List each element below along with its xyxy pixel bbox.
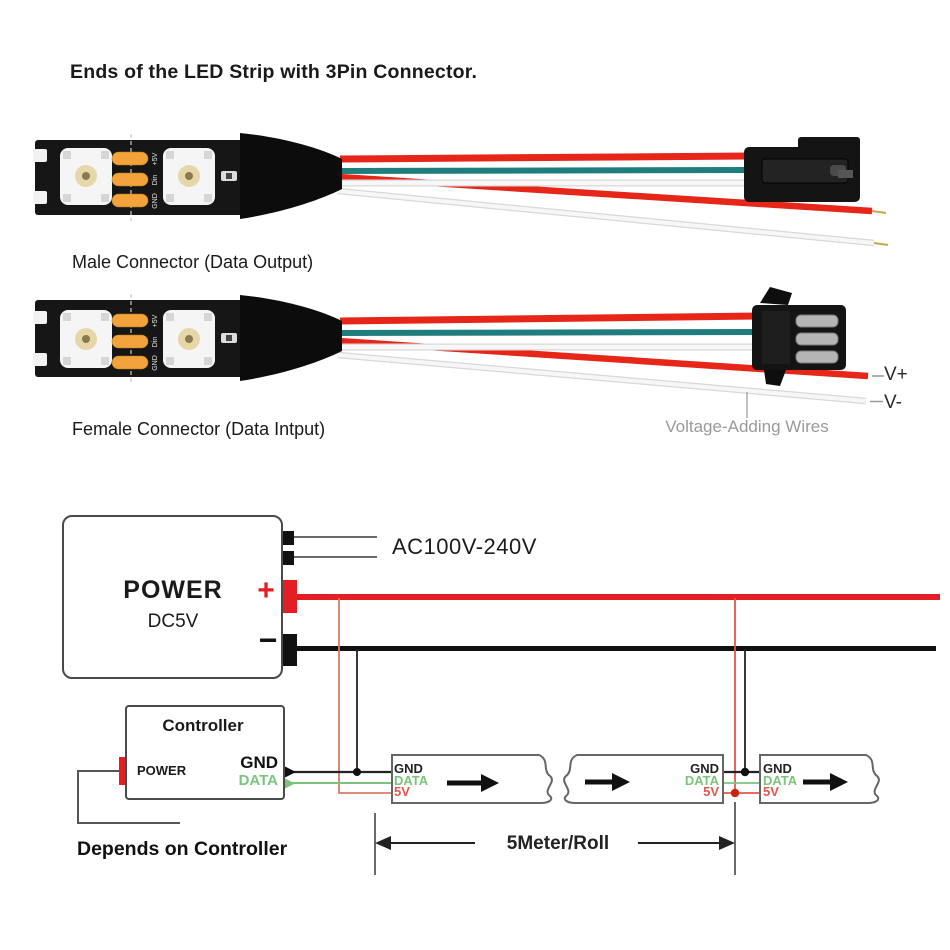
red-wire	[339, 312, 759, 325]
pad-label-5v: +5V	[152, 152, 159, 165]
red-wire	[339, 152, 749, 163]
seg1-5v-label: 5V	[394, 784, 410, 799]
plus-terminal	[283, 580, 297, 613]
roll-dimension	[374, 802, 736, 875]
pad-label-din: Din	[152, 175, 159, 186]
seg3-5v-label: 5V	[763, 784, 779, 799]
power-box-voltage: DC5V	[147, 611, 199, 632]
bare-wire-tip	[873, 242, 889, 246]
junction-dot	[353, 768, 361, 776]
power-supply-box	[62, 515, 283, 679]
led-strip-female-illustration: +5V Din GND	[33, 287, 884, 418]
black-gnd-bus-line	[296, 646, 936, 651]
strip-segment-2	[563, 754, 724, 804]
male-pigtail-wires	[337, 152, 889, 247]
led-strip-pcb-female: +5V Din GND	[33, 294, 250, 383]
direction-arrow	[585, 773, 630, 791]
data-wire-teal	[339, 329, 759, 336]
v-minus-label: V-	[884, 392, 902, 413]
pad-label-gnd: GND	[152, 193, 159, 209]
data-output-arrow	[284, 778, 295, 789]
controller-box	[125, 705, 285, 800]
controller-gnd-pin-label: GND	[240, 753, 278, 772]
seg2-gnd-label: GND	[690, 761, 719, 776]
gnd-output-arrow	[284, 766, 296, 778]
heat-shrink-sleeve	[240, 295, 342, 381]
female-connector-caption: Female Connector (Data Intput)	[72, 419, 326, 439]
ac-input-label: AC100V-240V	[392, 534, 537, 559]
5v-feed-wire-left	[338, 598, 392, 794]
pad-label-5v: +5V	[152, 314, 159, 327]
heat-shrink-sleeve	[240, 133, 342, 219]
seg2-5v-label: 5V	[703, 784, 719, 799]
v-plus-label: V+	[884, 364, 908, 385]
male-3pin-connector	[744, 137, 860, 202]
roll-dimension-label: 5Meter/Roll	[506, 833, 610, 854]
v-minus-wire	[337, 353, 867, 403]
wiring-diagram	[77, 531, 940, 875]
solder-pads	[111, 151, 149, 208]
power-box-title: POWER	[123, 576, 223, 604]
led-module	[60, 148, 112, 205]
minus-terminal	[283, 634, 297, 666]
strip-segment-1	[391, 754, 553, 804]
bare-wire-tip	[871, 210, 887, 214]
voltage-adding-wires-label: Voltage-Adding Wires	[665, 417, 829, 436]
led-strip-male-illustration: +5V Din GND	[33, 133, 889, 247]
controller-power-pin-label: POWER	[137, 763, 187, 778]
seg3-gnd-label: GND	[763, 761, 792, 776]
red-5v-bus-line	[296, 594, 940, 600]
seg2-data-label: DATA	[684, 773, 719, 788]
minus-symbol: −	[258, 622, 278, 658]
direction-arrow	[803, 773, 848, 791]
junction-dot	[740, 767, 750, 777]
v-minus-wire	[337, 189, 875, 245]
pad-label-gnd: GND	[152, 355, 159, 371]
controller-data-pin-label: DATA	[238, 772, 278, 789]
led-module	[163, 148, 215, 205]
page-title: Ends of the LED Strip with 3Pin Connecto…	[70, 61, 478, 83]
controller-power-wire	[77, 770, 180, 824]
led-module	[163, 310, 215, 368]
seg3-data-label: DATA	[763, 773, 798, 788]
seg1-data-label: DATA	[394, 773, 429, 788]
junction-dot-red	[730, 788, 740, 798]
direction-arrow	[447, 774, 499, 792]
female-3pin-connector	[752, 287, 846, 386]
depends-on-controller-caption: Depends on Controller	[77, 838, 288, 860]
led-strip-pcb-male: +5V Din GND	[33, 134, 250, 221]
plus-symbol: +	[257, 574, 275, 607]
led-module	[60, 310, 112, 368]
controller-title: Controller	[162, 716, 244, 735]
solder-pads	[111, 313, 149, 370]
data-wire-teal	[339, 167, 749, 174]
strip-segment-3	[759, 754, 880, 804]
seg1-gnd-label: GND	[394, 761, 423, 776]
male-connector-caption: Male Connector (Data Output)	[72, 252, 314, 272]
pad-label-din: Din	[152, 337, 159, 348]
